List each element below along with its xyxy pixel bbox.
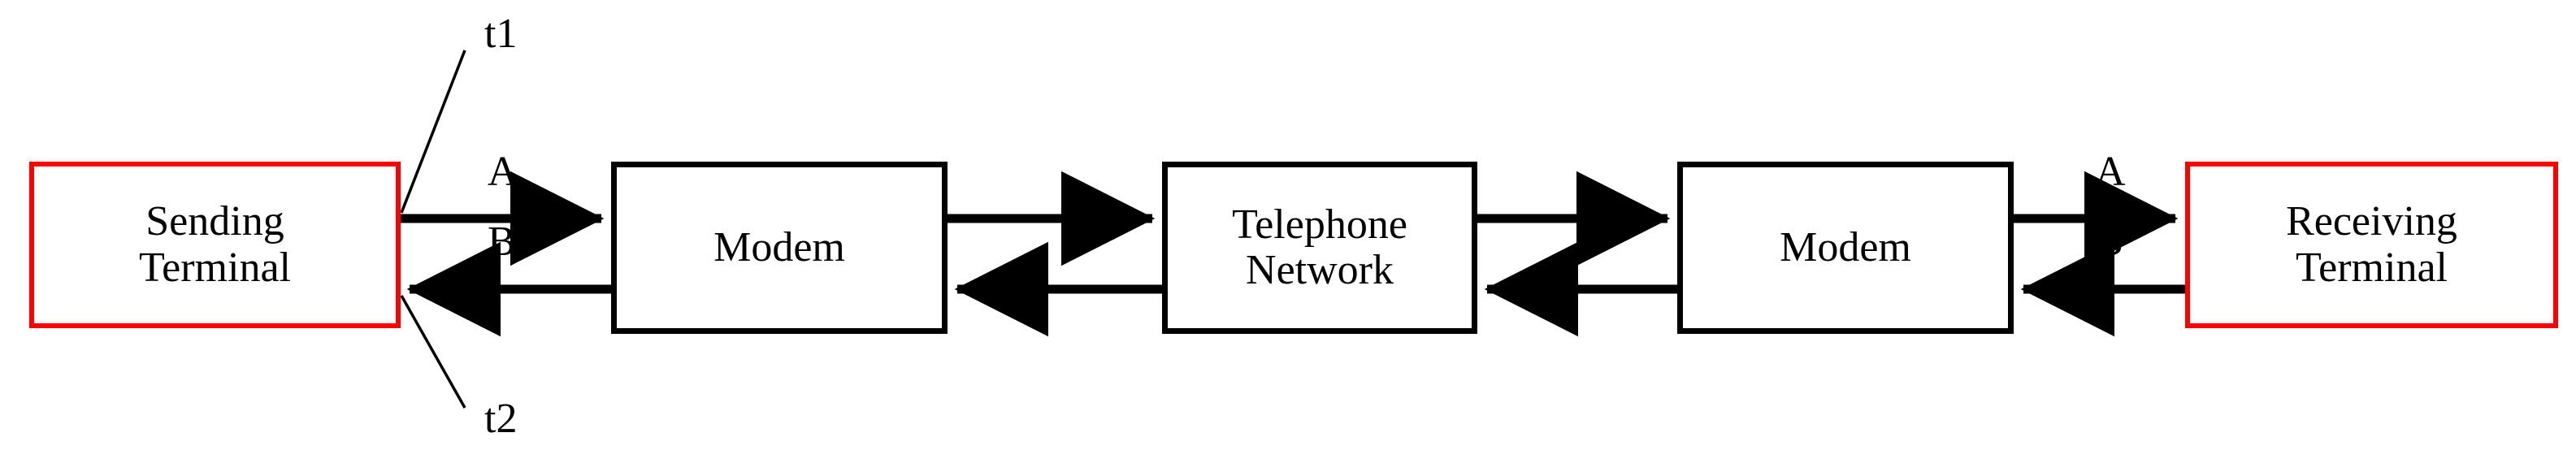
node-receiving-terminal[interactable]: Receiving Terminal: [2185, 162, 2558, 328]
callout-t1-leader-line: [400, 50, 466, 214]
node-sending-terminal[interactable]: Sending Terminal: [29, 162, 401, 328]
node-sending-terminal-line-1: Sending: [145, 198, 284, 245]
node-receiving-terminal-line-2: Terminal: [2296, 244, 2448, 291]
node-telephone-network-line-2: Network: [1246, 247, 1394, 293]
edge-label-b-right: B: [2095, 219, 2123, 265]
edge-label-a-right: A: [2095, 149, 2126, 195]
edge-label-a-left: A: [488, 149, 518, 195]
edge-label-b-left: B: [488, 219, 516, 265]
node-receiving-terminal-line-1: Receiving: [2286, 198, 2457, 245]
node-modem-right[interactable]: Modem: [1677, 162, 2014, 334]
node-modem-left[interactable]: Modem: [611, 162, 948, 334]
callout-t2-leader-line: [400, 295, 466, 409]
callout-label-t1: t1: [484, 11, 518, 57]
node-modem-left-label: Modem: [713, 223, 845, 270]
node-modem-right-label: Modem: [1780, 223, 1911, 270]
node-telephone-network[interactable]: Telephone Network: [1162, 162, 1477, 334]
node-telephone-network-line-1: Telephone: [1232, 201, 1407, 248]
node-sending-terminal-line-2: Terminal: [139, 244, 291, 291]
callout-label-t2: t2: [484, 396, 518, 442]
